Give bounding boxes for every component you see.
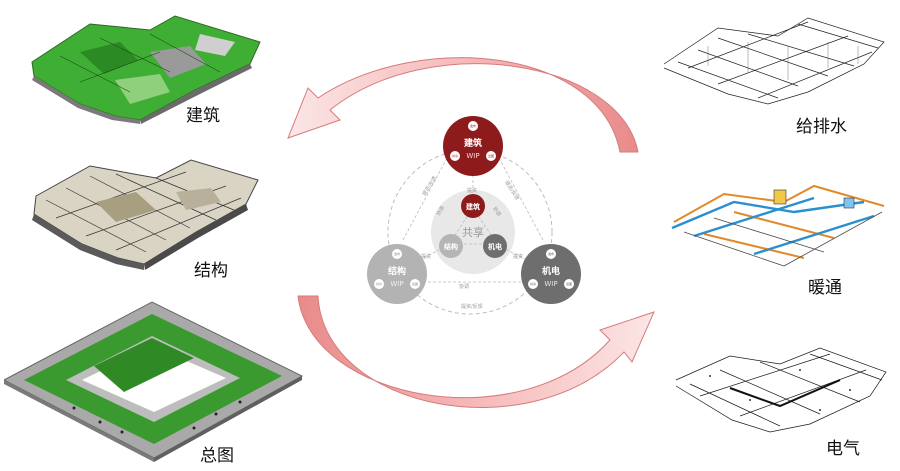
satellite-dot bbox=[450, 151, 460, 161]
satellite-label: 共享 bbox=[376, 281, 382, 286]
satellite-dot bbox=[410, 279, 420, 289]
satellite-dot bbox=[374, 279, 384, 289]
satellite-label: 发布 bbox=[394, 251, 400, 256]
shared-hub-label: 共享 bbox=[462, 225, 484, 239]
site-plan-label: 总图 bbox=[200, 446, 234, 466]
wip-node-mep-sub: WIP bbox=[544, 280, 557, 288]
architecture-label: 建筑 bbox=[186, 106, 220, 126]
hub-node-structure-label: 结构 bbox=[443, 242, 458, 251]
site-plan-model-image bbox=[4, 301, 304, 462]
hvac-label: 暖通 bbox=[808, 278, 842, 298]
structure-model-image bbox=[32, 159, 259, 270]
edge-label: 协调 bbox=[459, 283, 469, 290]
structure-label: 结构 bbox=[194, 261, 228, 281]
satellite-dot bbox=[486, 151, 496, 161]
electrical-label: 电气 bbox=[826, 439, 860, 459]
cycle-arrows bbox=[287, 57, 655, 408]
wip-node-mep bbox=[521, 244, 581, 304]
hub-node-architecture-label: 建筑 bbox=[466, 202, 480, 211]
satellite-label: 出图 bbox=[412, 281, 418, 286]
wip-node-mep-title: 机电 bbox=[542, 265, 560, 277]
plumbing-model-image bbox=[663, 17, 885, 105]
hub-node-structure bbox=[439, 234, 463, 258]
satellite-dot bbox=[546, 249, 556, 259]
collaboration-diagram: 共享 提资/反馈 提资/反馈 提资/反馈 提资 提资 提资 协调 协调 协调 建… bbox=[367, 116, 581, 315]
satellite-dot bbox=[528, 279, 538, 289]
satellite-dot bbox=[468, 121, 478, 131]
edge-label: 提资 bbox=[513, 253, 523, 260]
hub-node-architecture bbox=[461, 194, 485, 218]
hvac-model-image bbox=[671, 184, 885, 267]
edge-label: 协调 bbox=[491, 205, 502, 217]
top-cycle-arrow bbox=[287, 57, 639, 153]
satellite-label: 共享 bbox=[530, 281, 536, 286]
edge-label: 提资 bbox=[421, 253, 431, 260]
edge-label: 提资 bbox=[467, 187, 477, 194]
satellite-dot bbox=[392, 249, 402, 259]
satellite-dot bbox=[564, 279, 574, 289]
wip-node-architecture bbox=[443, 116, 503, 176]
satellite-label: 出图 bbox=[566, 281, 572, 286]
wip-node-architecture-title: 建筑 bbox=[464, 137, 482, 149]
plumbing-label: 给排水 bbox=[796, 117, 847, 137]
edge-label: 提资/反馈 bbox=[421, 175, 438, 197]
satellite-label: 出图 bbox=[488, 153, 494, 158]
edge-label: 提资/反馈 bbox=[461, 303, 483, 310]
wip-node-architecture-sub: WIP bbox=[466, 152, 479, 160]
wip-node-structure-sub: WIP bbox=[390, 280, 403, 288]
satellite-label: 发布 bbox=[548, 251, 554, 256]
architecture-model-image bbox=[31, 15, 261, 124]
electrical-model-image bbox=[675, 347, 887, 433]
wip-node-structure bbox=[367, 244, 427, 304]
hub-node-mep bbox=[483, 234, 507, 258]
wip-node-structure-title: 结构 bbox=[388, 265, 406, 277]
bottom-cycle-arrow bbox=[297, 295, 655, 408]
hub-node-mep-label: 机电 bbox=[488, 242, 502, 251]
satellite-label: 发布 bbox=[470, 123, 476, 128]
satellite-label: 共享 bbox=[452, 153, 458, 158]
edge-label: 协调 bbox=[435, 205, 446, 217]
